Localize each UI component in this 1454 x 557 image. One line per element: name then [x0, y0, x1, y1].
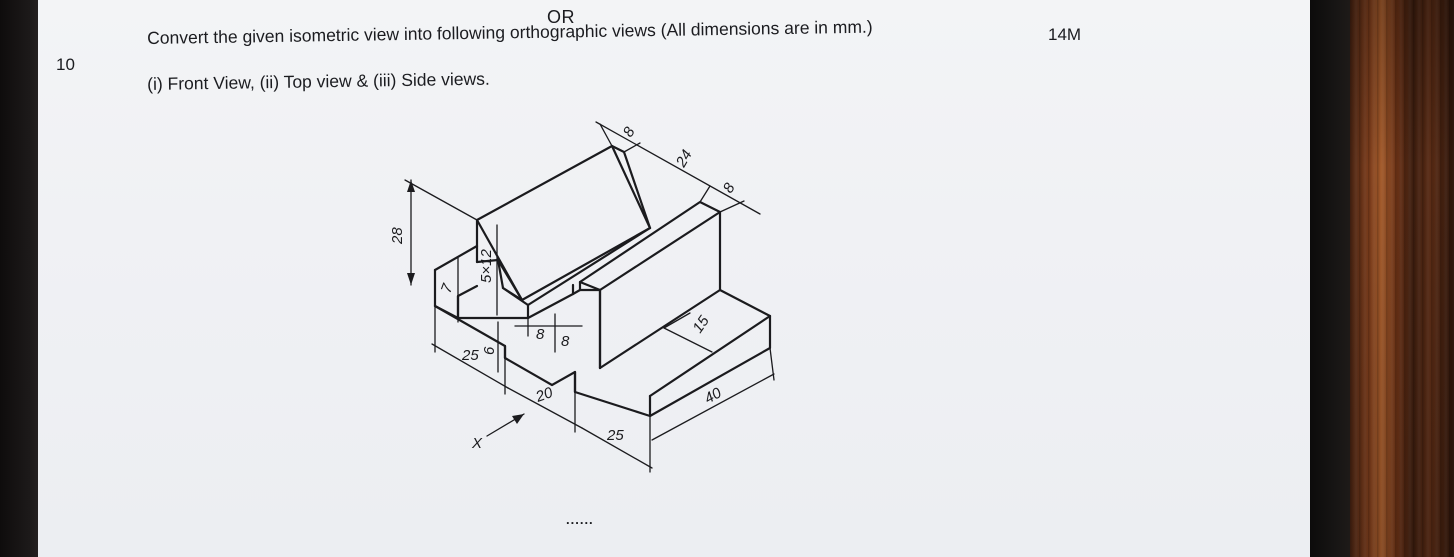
base-left-top: [433, 244, 479, 272]
x-axis-label: X: [471, 435, 483, 452]
question-number: 10: [56, 55, 75, 74]
slot-back-edge: [526, 226, 652, 307]
back-block-chamfer-ridge: [610, 144, 652, 230]
dim-ext-28-top: [404, 179, 478, 221]
monitor-bezel: [1310, 0, 1352, 557]
ledge-top: [598, 288, 772, 398]
dim-20: 20: [533, 384, 556, 406]
or-separator: OR: [547, 7, 575, 27]
dim-8-slot-a: 8: [536, 326, 545, 343]
dim-ext-top-2: [623, 142, 641, 153]
dim-ext-40: [769, 347, 775, 381]
dim-5x12: 5×12: [478, 249, 495, 283]
left-desk-edge: [0, 0, 44, 557]
upright-top-face: [578, 200, 722, 292]
dim-ext-top-1: [599, 123, 613, 147]
slot-floor-right: [571, 288, 582, 296]
slot-bottom: [526, 283, 575, 320]
dim-25-left: 25: [461, 347, 479, 364]
dim-ext-top-3: [699, 185, 711, 203]
question-marks: 14M: [1048, 25, 1082, 44]
exam-paper-page: [38, 0, 1316, 557]
end-of-paper-mark: ......: [566, 512, 594, 527]
back-block-base-front: [501, 286, 530, 307]
wooden-frame-shadow: [1350, 0, 1454, 557]
wooden-frame: [1350, 0, 1454, 557]
dim-15: 15: [689, 312, 713, 336]
back-block-chamfer-front: [496, 258, 524, 302]
dim-line-25-bottom: [581, 427, 653, 469]
dim-line-20: [507, 387, 583, 429]
x-axis-arrowhead: [512, 414, 524, 424]
dim-line-top: [595, 121, 761, 215]
dim-line-25-left: [431, 343, 509, 389]
dim-40: 40: [702, 384, 726, 407]
back-block-top-face: [475, 144, 652, 302]
dim-24-top: 24: [672, 147, 696, 171]
ledge-right-face: [648, 314, 772, 418]
dim-line-15: [663, 327, 713, 353]
dim-ext-15-a: [663, 312, 691, 329]
dim-ext-top-4: [719, 200, 745, 213]
arrow-28-bottom: [407, 273, 415, 285]
dim-7: 7: [438, 281, 457, 295]
dim-28-height: 28: [389, 227, 406, 245]
dim-6: 6: [481, 346, 498, 355]
arrow-28-top: [407, 180, 415, 192]
dim-line-40: [651, 373, 775, 441]
upright-front-face: [578, 280, 602, 370]
dim-25-bottom: 25: [606, 427, 624, 444]
dim-8-slot-b: 8: [561, 333, 570, 350]
